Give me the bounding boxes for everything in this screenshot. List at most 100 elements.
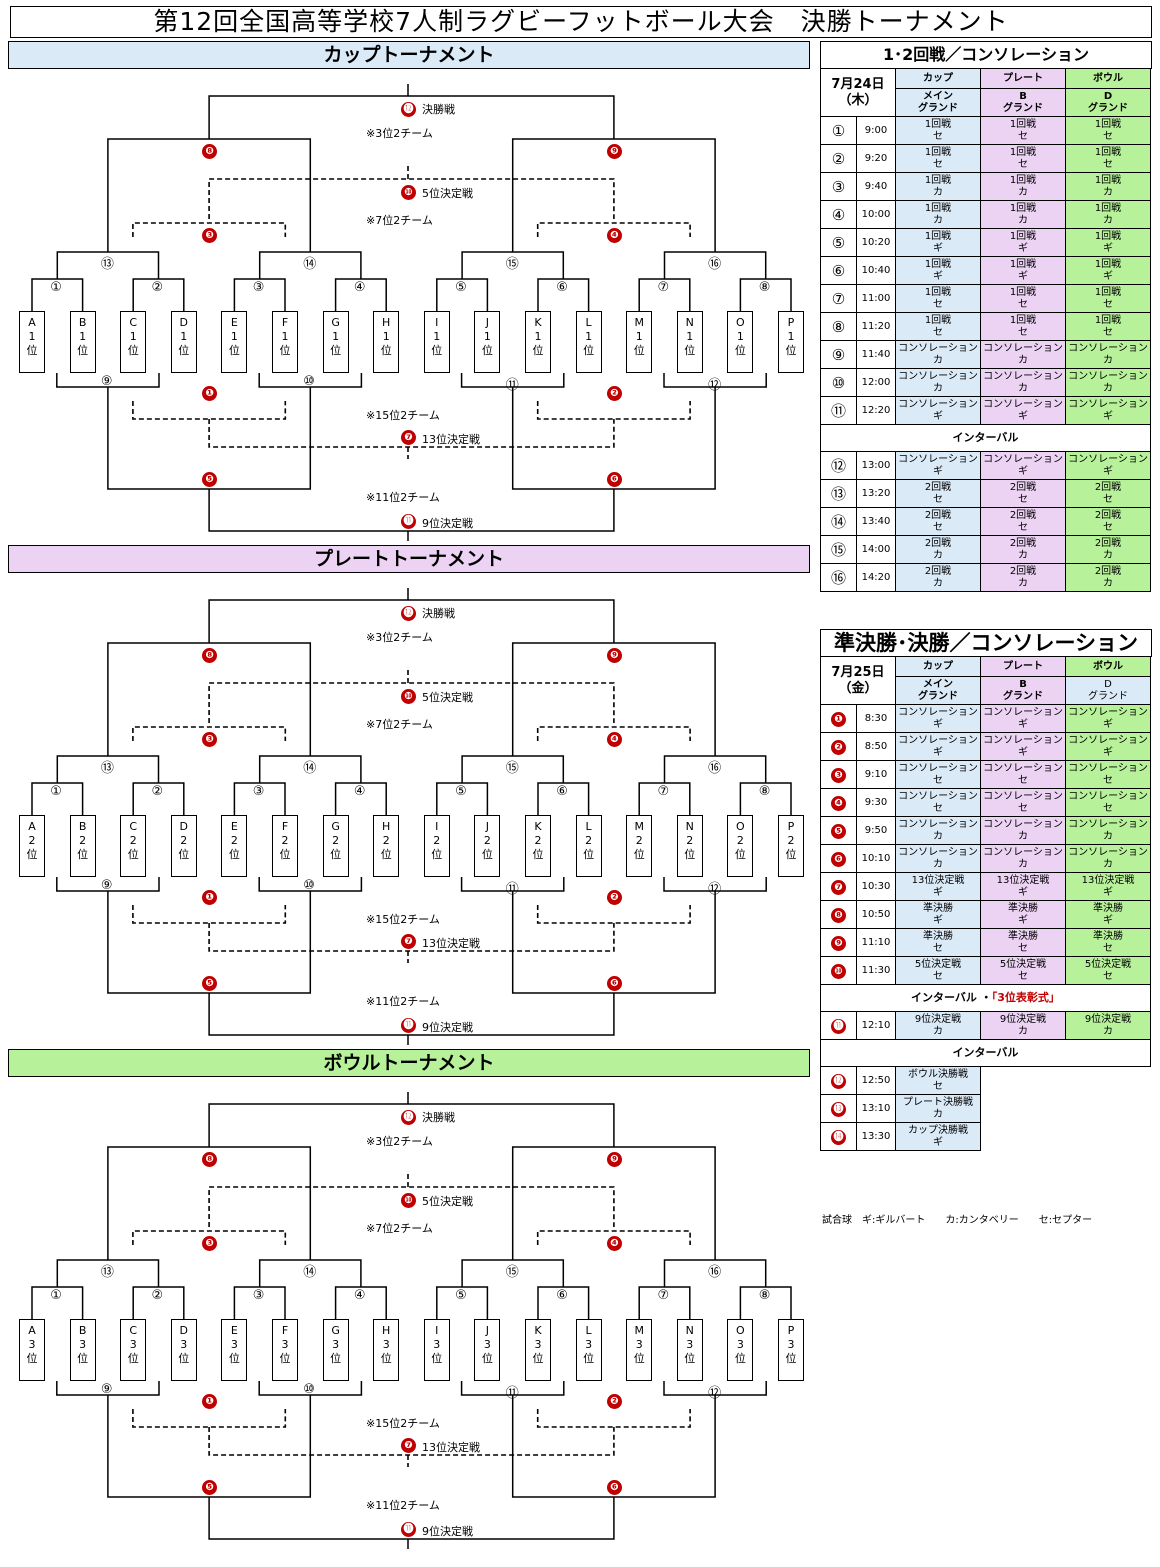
team-rank: 1 (79, 330, 87, 343)
match-time: 9:00 (856, 116, 896, 145)
match-cell-1: 1回戦セ (895, 284, 981, 313)
consolation-match-2: ⑩ (303, 374, 315, 389)
match-cell-1: コンソレーションギ (895, 732, 981, 761)
consolation-marker-6: ❻ (606, 976, 622, 991)
team-suffix: 位 (77, 848, 89, 861)
ninth-place-label: 9位決定戦 (422, 1525, 473, 1538)
consolation-marker-6: ❻ (606, 472, 622, 487)
match-cell-1: 1回戦ギ (895, 256, 981, 285)
consolation-line (132, 401, 287, 420)
match-time: 10:50 (856, 900, 896, 929)
match-cell-2: 2回戦セ (980, 507, 1066, 536)
round2-match-3: ⑮ (505, 257, 519, 272)
match-number-marker: ❼ (831, 879, 846, 895)
consolation-line (536, 1230, 691, 1245)
team-suffix: 位 (481, 1352, 493, 1365)
match-number: ⑫ (820, 451, 857, 480)
team-rank: 2 (230, 834, 238, 847)
team-letter: H (382, 820, 391, 833)
team-rank: 3 (382, 1338, 390, 1351)
match-number: ⑪ (820, 396, 857, 425)
match-cell-2: コンソレーションギ (980, 704, 1066, 733)
consolation-marker-3: ❸ (202, 228, 218, 243)
match-cell-1: カップ決勝戦ギ (895, 1122, 981, 1151)
final-marker: ⓬ (401, 102, 416, 117)
thirteenth-place-label: 13位決定戦 (422, 1441, 480, 1454)
team-suffix: 位 (734, 1352, 746, 1365)
team-letter: F (281, 1324, 289, 1337)
round2-match-3: ⑮ (505, 1265, 519, 1280)
team-rank: 1 (635, 330, 643, 343)
team-rank: 2 (281, 834, 289, 847)
match-number: ⑩ (820, 368, 857, 397)
consolation-marker-4: ❹ (606, 1236, 622, 1251)
schedule-date: 7月24日（木） (820, 68, 896, 117)
match-time: 11:30 (856, 956, 896, 985)
third-place-note: ※3位2チーム (366, 1135, 433, 1148)
team-letter: A (28, 820, 36, 833)
consolation-match-1: ⑨ (100, 878, 113, 893)
team-rank: 2 (28, 834, 36, 847)
thirteenth-place-label: 13位決定戦 (422, 433, 480, 446)
team-suffix: 位 (26, 1352, 38, 1365)
consolation-line (536, 905, 691, 924)
team-rank: 3 (635, 1338, 643, 1351)
match-number: ❿ (820, 956, 857, 985)
match-cell-1: ボウル決勝戦セ (895, 1066, 981, 1095)
round1-match-2: ② (151, 784, 164, 799)
third-place-note: ※3位2チーム (366, 127, 433, 140)
team-suffix: 位 (785, 848, 797, 861)
team-rank: 2 (382, 834, 390, 847)
match-cell-2: コンソレーションカ (980, 368, 1066, 397)
round1-match-3: ③ (252, 784, 265, 799)
column-ground-1: メイングランド (895, 676, 981, 705)
team-letter: J (485, 316, 490, 329)
match-time: 10:40 (856, 256, 896, 285)
thirteenth-place-label: 13位決定戦 (422, 937, 480, 950)
match-time: 11:20 (856, 312, 896, 341)
match-number: ❸ (820, 760, 857, 789)
round1-match-1: ① (50, 1288, 62, 1303)
match-cell-2: 1回戦セ (980, 144, 1066, 173)
match-number: ⑨ (820, 340, 857, 369)
match-number: ⑮ (820, 535, 857, 564)
ninth-place-marker: ⓫ (401, 1522, 416, 1537)
team-rank: 2 (79, 834, 87, 847)
bracket-lines (31, 588, 792, 1045)
team-rank: 2 (129, 834, 137, 847)
match-cell-1: 1回戦ギ (895, 228, 981, 257)
team-rank: 3 (129, 1338, 137, 1351)
fifth-place-label: 5位決定戦 (422, 1195, 473, 1208)
team-suffix: 位 (279, 848, 291, 861)
team-letter: L (585, 1324, 592, 1337)
seventh-place-note: ※7位2チーム (366, 1222, 433, 1235)
team-letter: J (485, 820, 490, 833)
seventh-place-note: ※7位2チーム (366, 214, 433, 227)
team-rank: 2 (483, 834, 491, 847)
match-number-marker: ⓮ (831, 1129, 846, 1145)
team-rank: 2 (433, 834, 441, 847)
team-suffix: 位 (481, 848, 493, 861)
team-suffix: 位 (684, 344, 696, 357)
match-cell-3: 13位決定戦ギ (1065, 872, 1151, 901)
team-suffix: 位 (380, 344, 392, 357)
match-number: ⓫ (820, 1011, 857, 1040)
match-cell-3: コンソレーションセ (1065, 788, 1151, 817)
round2-match-2: ⑭ (303, 257, 317, 272)
match-number: ⓮ (820, 1122, 857, 1151)
team-rank: 3 (483, 1338, 491, 1351)
match-number: ⑦ (820, 284, 857, 313)
match-cell-3: 1回戦セ (1065, 144, 1151, 173)
schedule-interval: インターバル (820, 424, 1151, 452)
